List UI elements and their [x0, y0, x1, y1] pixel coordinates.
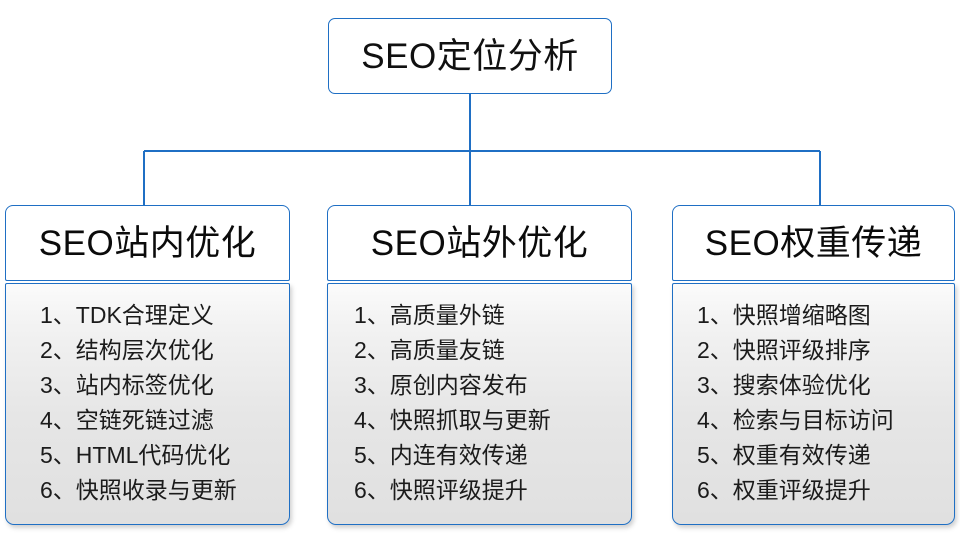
list-item: 2、快照评级排序	[697, 337, 871, 363]
branch-header-2[interactable]: SEO站外优化	[327, 205, 632, 281]
list-item: 1、快照增缩略图	[697, 302, 871, 328]
list-item: 5、内连有效传递	[354, 442, 528, 468]
list-item: 2、高质量友链	[354, 337, 505, 363]
list-item: 5、权重有效传递	[697, 442, 871, 468]
branch-header-1[interactable]: SEO站内优化	[5, 205, 290, 281]
list-item: 1、高质量外链	[354, 302, 505, 328]
branch-list-1: 1、TDK合理定义 2、结构层次优化 3、站内标签优化 4、空链死链过滤 5、H…	[5, 283, 290, 525]
branch-header-3[interactable]: SEO权重传递	[672, 205, 955, 281]
branch-header-label-2: SEO站外优化	[370, 223, 589, 263]
root-node[interactable]: SEO定位分析	[328, 18, 612, 94]
list-item: 4、快照抓取与更新	[354, 407, 551, 433]
list-item: 6、快照评级提升	[354, 477, 528, 503]
branch-column-2: SEO站外优化 1、高质量外链 2、高质量友链 3、原创内容发布 4、快照抓取与…	[327, 205, 632, 525]
list-item: 1、TDK合理定义	[40, 302, 214, 328]
branch-list-2: 1、高质量外链 2、高质量友链 3、原创内容发布 4、快照抓取与更新 5、内连有…	[327, 283, 632, 525]
branch-list-3: 1、快照增缩略图 2、快照评级排序 3、搜索体验优化 4、检索与目标访问 5、权…	[672, 283, 955, 525]
branch-column-1: SEO站内优化 1、TDK合理定义 2、结构层次优化 3、站内标签优化 4、空链…	[5, 205, 290, 525]
list-item: 3、站内标签优化	[40, 372, 214, 398]
list-item: 3、原创内容发布	[354, 372, 528, 398]
branch-header-label-3: SEO权重传递	[704, 223, 923, 263]
list-item: 3、搜索体验优化	[697, 372, 871, 398]
list-item: 6、权重评级提升	[697, 477, 871, 503]
list-item: 4、空链死链过滤	[40, 407, 214, 433]
branch-header-label-1: SEO站内优化	[38, 223, 257, 263]
root-node-label: SEO定位分析	[361, 36, 579, 76]
branch-column-3: SEO权重传递 1、快照增缩略图 2、快照评级排序 3、搜索体验优化 4、检索与…	[672, 205, 955, 525]
list-item: 5、HTML代码优化	[40, 442, 231, 468]
list-item: 6、快照收录与更新	[40, 477, 237, 503]
list-item: 2、结构层次优化	[40, 337, 214, 363]
list-item: 4、检索与目标访问	[697, 407, 894, 433]
